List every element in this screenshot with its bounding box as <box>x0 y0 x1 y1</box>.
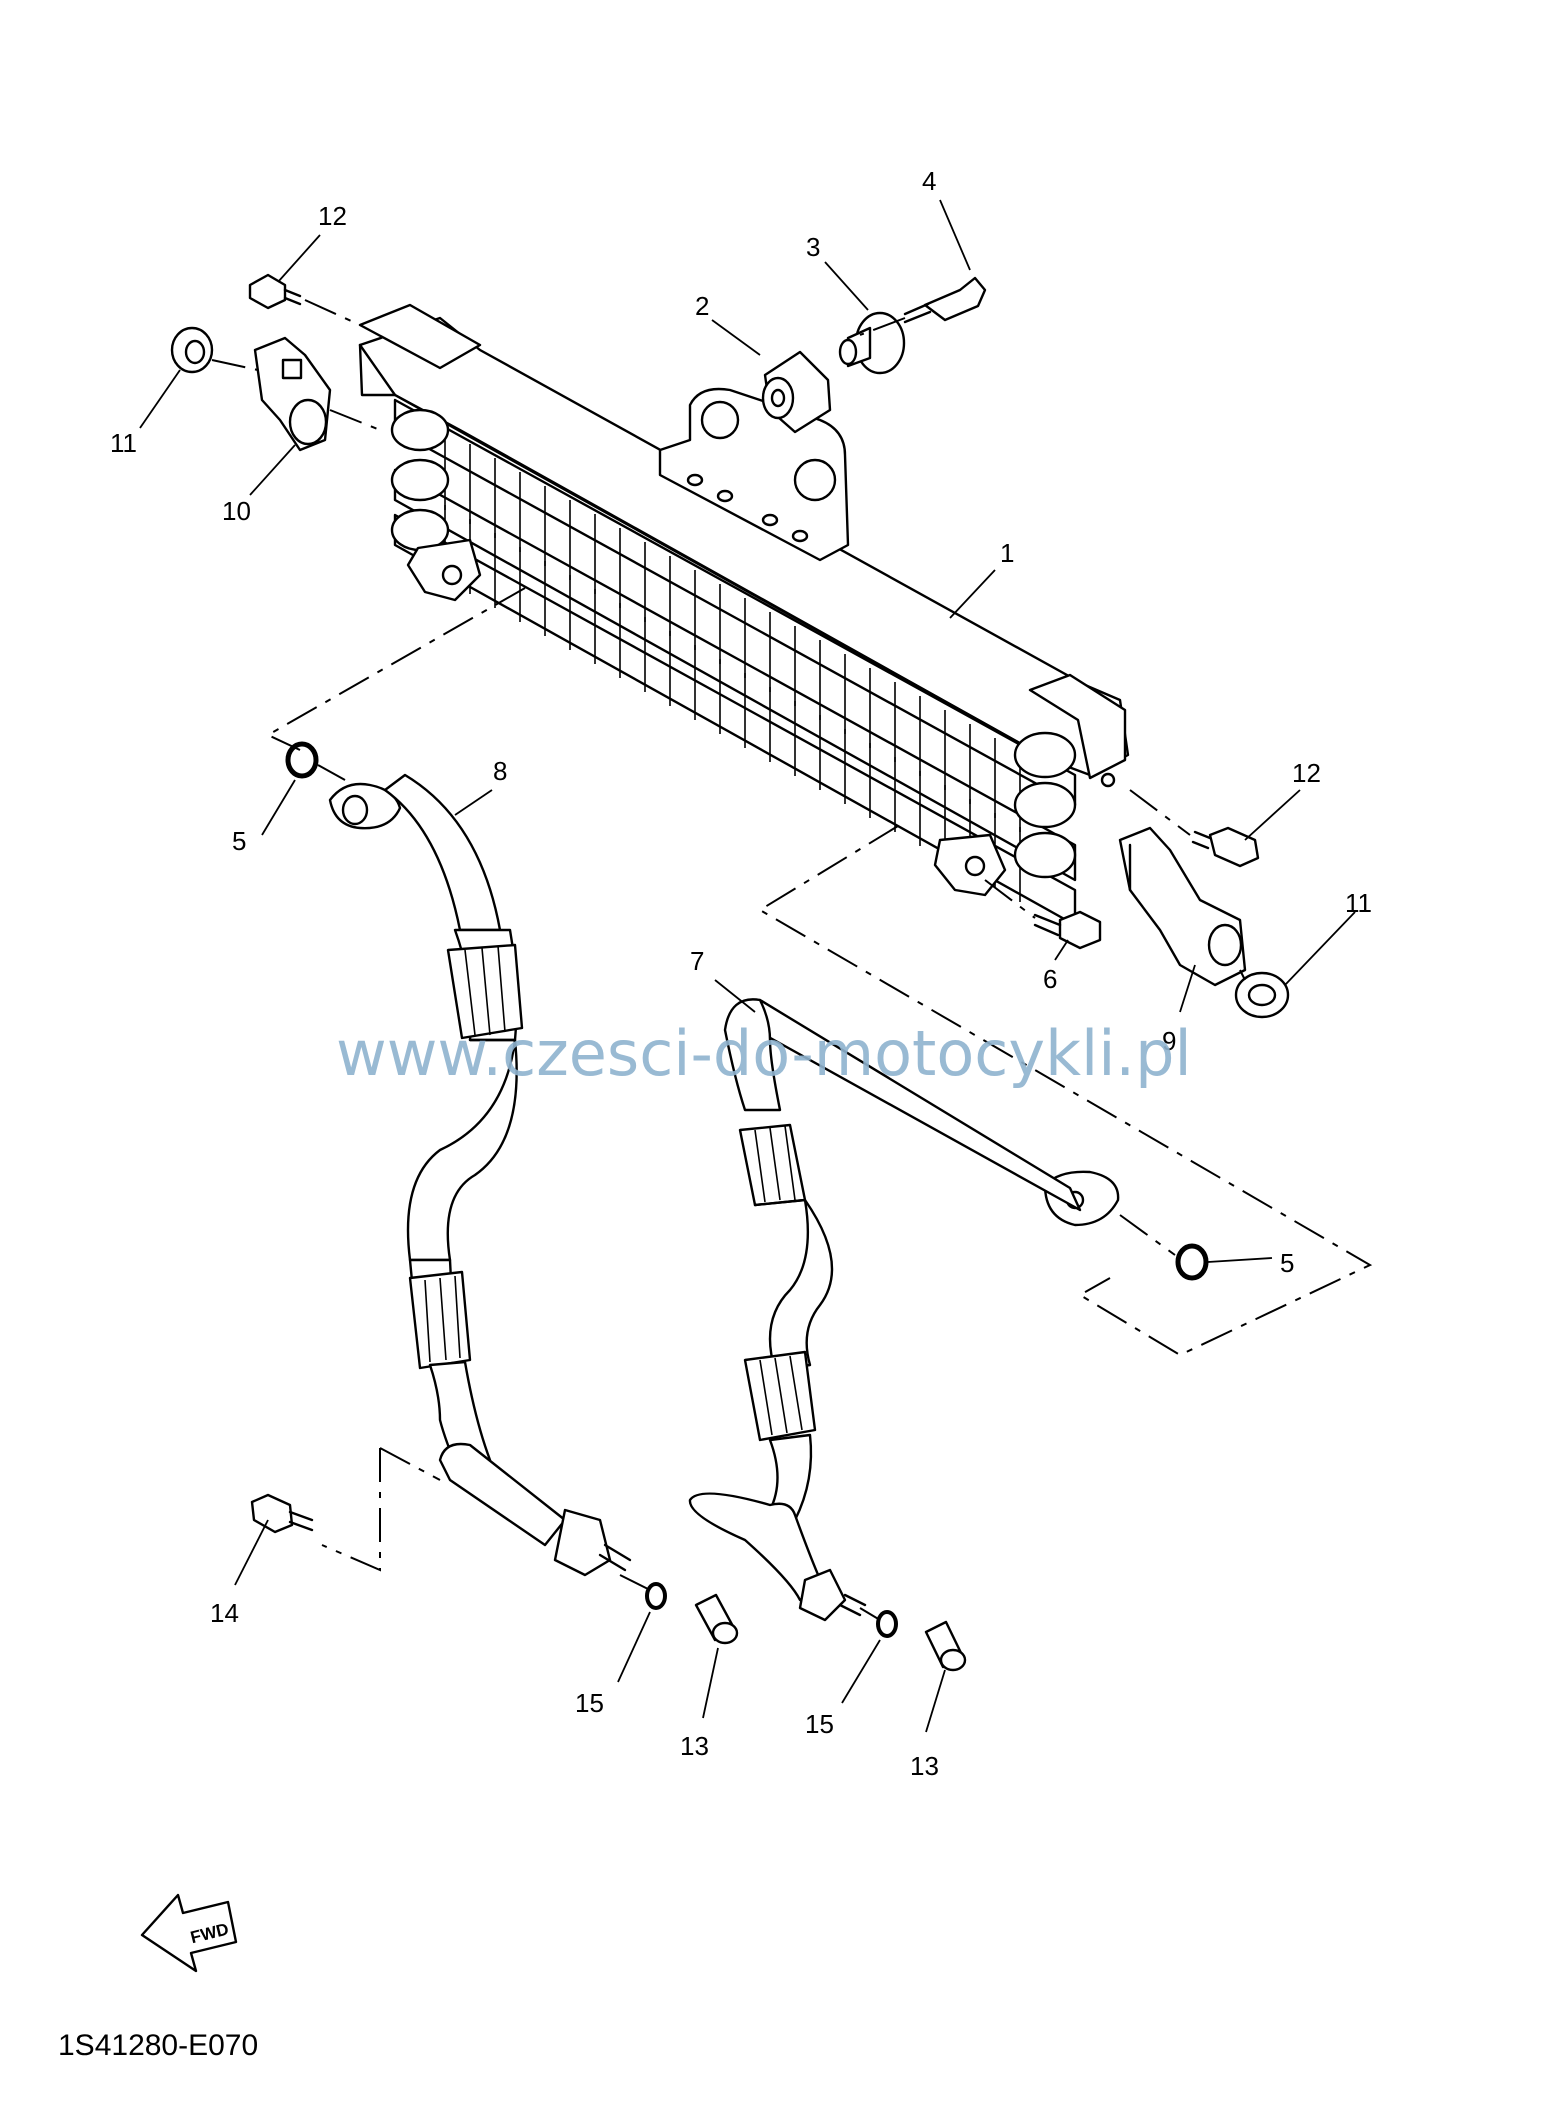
bracket-9 <box>1118 826 1247 987</box>
grommet-11-top <box>170 326 214 374</box>
flange-bolt-12-top <box>248 273 361 326</box>
callout-5-right: 5 <box>1280 1248 1294 1278</box>
callout-15-right: 15 <box>805 1709 834 1739</box>
callout-13-right: 13 <box>910 1751 939 1781</box>
oil-cooler-core <box>358 303 1130 927</box>
bolt-14 <box>250 1493 314 1534</box>
oil-hose-7 <box>688 998 1120 1622</box>
callout-3: 3 <box>806 232 820 262</box>
flange-bolt-12-right <box>1129 789 1260 868</box>
bracket-10 <box>211 336 381 452</box>
oil-hose-8 <box>328 773 632 1577</box>
collar <box>838 311 906 375</box>
callout-2: 2 <box>695 291 709 321</box>
watermark-text: www.czesci-do-motocykli.pl <box>336 1017 1192 1090</box>
grommet-11-right <box>1234 969 1290 1019</box>
callout-6: 6 <box>1043 964 1057 994</box>
callout-11-right: 11 <box>1345 888 1372 918</box>
callout-5-left: 5 <box>232 826 246 856</box>
callout-4: 4 <box>922 166 936 196</box>
o-ring-5-right <box>1119 1214 1209 1281</box>
callout-12-top: 12 <box>318 201 347 231</box>
rubber-damper <box>761 350 832 434</box>
o-ring-15-right <box>876 1610 898 1638</box>
o-ring-5-left <box>285 741 346 781</box>
callout-10: 10 <box>222 496 251 526</box>
callout-11-top: 11 <box>110 428 137 458</box>
flange-bolt-6 <box>984 879 1102 950</box>
assembly-lines <box>265 587 1373 1621</box>
callout-15-left: 15 <box>575 1688 604 1718</box>
o-ring-15-left <box>645 1582 667 1610</box>
callout-labels: 1 2 3 4 5 5 6 7 8 9 10 11 11 12 12 13 13… <box>110 166 1372 1781</box>
forward-arrow-icon: FWD <box>140 1893 238 1973</box>
center-stay-bracket <box>658 387 850 562</box>
collar-13-right <box>924 1620 967 1672</box>
callout-13-left: 13 <box>680 1731 709 1761</box>
callout-8: 8 <box>493 756 507 786</box>
callout-7: 7 <box>690 946 704 976</box>
callout-1: 1 <box>1000 538 1014 568</box>
callout-12-right: 12 <box>1292 758 1321 788</box>
callout-14: 14 <box>210 1598 239 1628</box>
callout-9: 9 <box>1162 1026 1176 1056</box>
leader-lines <box>139 199 1356 1733</box>
diagram-code: 1S41280-E070 <box>58 2029 258 2062</box>
flange-bolt-4 <box>859 276 987 336</box>
collar-13-left <box>694 1593 739 1645</box>
